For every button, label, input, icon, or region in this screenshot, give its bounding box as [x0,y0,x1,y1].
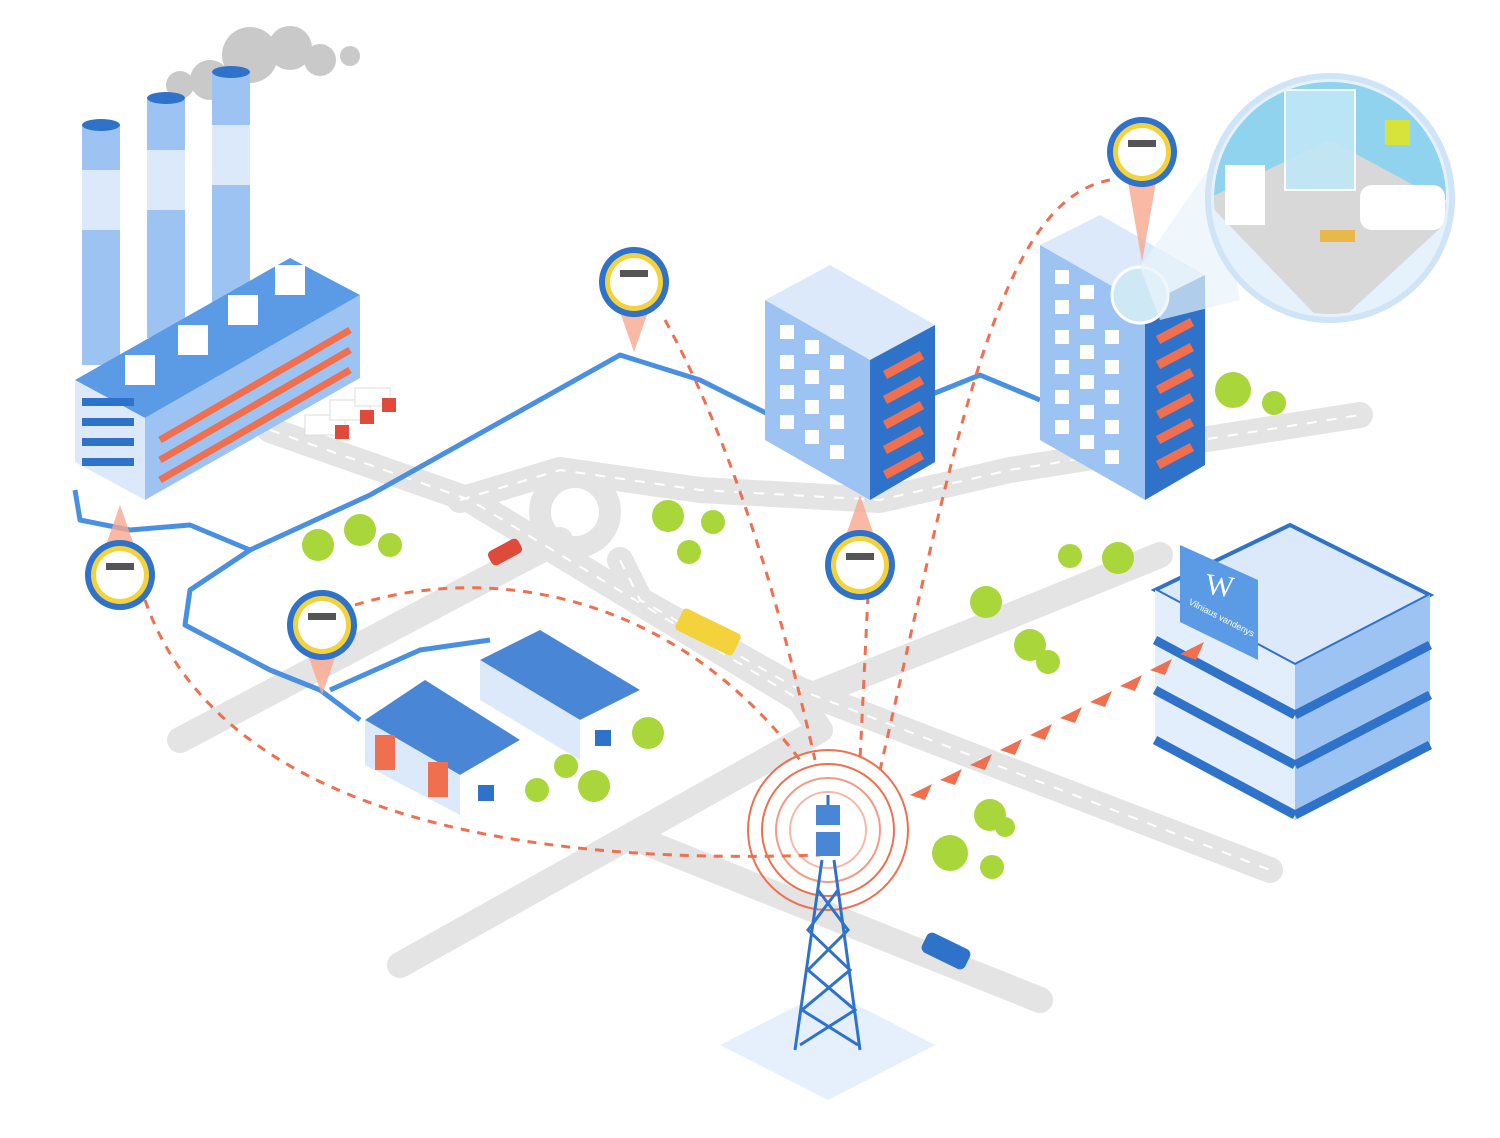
cell-tower [720,749,935,1100]
apartment-building-middle [765,265,935,500]
office-logo-letter: W [1203,568,1236,605]
shower-cabin [1284,89,1356,191]
office-building-vilniaus-vandenys: W Vilniaus vandenys [1150,522,1435,820]
office-logo-panel [1180,545,1258,660]
chimneys [82,66,250,365]
trucks [304,387,396,439]
data-arrows [910,642,1204,800]
towel [1385,120,1410,145]
sink-cabinet [1225,165,1265,225]
bus [675,608,741,656]
blue-car [921,932,971,970]
bathtub [1360,185,1445,230]
water-meters [85,117,1177,695]
bath-mat [1320,230,1355,242]
signal-paths [143,178,1111,858]
meter-apartment [1107,117,1177,262]
factory [75,26,396,500]
smoke-cloud [166,26,360,100]
bathroom-magnifier [1140,73,1455,323]
houses [365,630,640,815]
meter-factory [85,505,155,610]
meter-middle-building [825,495,895,600]
meter-houses [287,590,357,695]
water-pipes [72,352,1041,722]
meter-pipe-junction [599,247,669,352]
trees [302,372,1286,879]
red-car [487,538,523,566]
